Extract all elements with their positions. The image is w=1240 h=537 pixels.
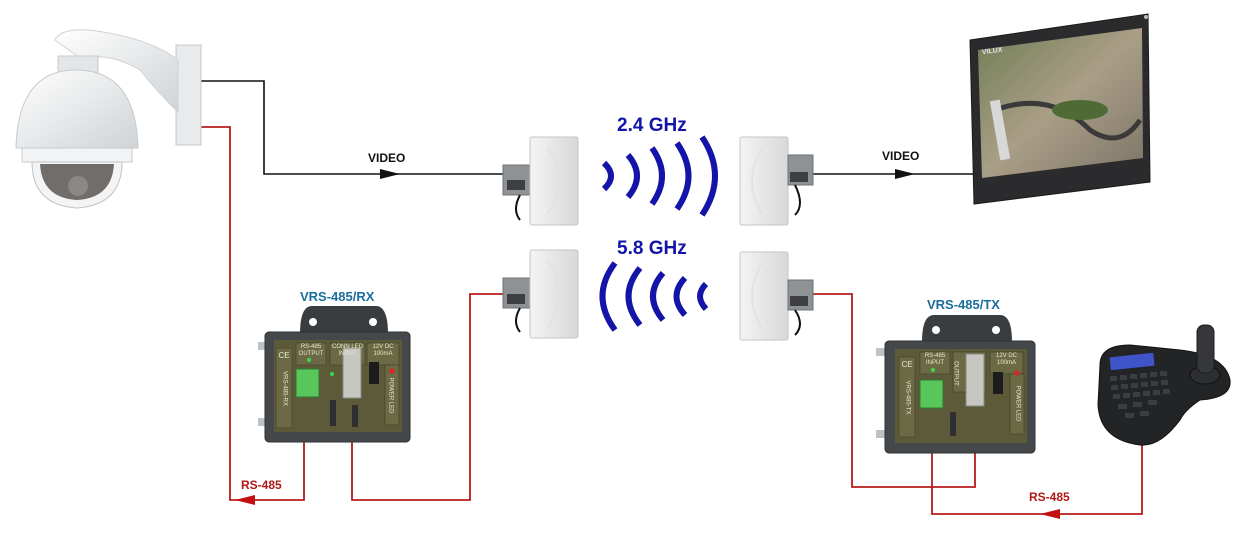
rx-side-print: VRS-485-RX <box>281 371 288 406</box>
tx-output-print: OUTPUT <box>952 361 959 386</box>
wave-arc-5 <box>697 281 709 312</box>
tx-ce-mark: CE <box>901 360 913 369</box>
antenna-5.8ghz-left <box>502 249 579 339</box>
rx-terminal-block <box>295 368 320 398</box>
video-label-right: VIDEO <box>882 149 920 163</box>
rx-conn-print: CONN LED INPUT <box>331 344 363 357</box>
video-line-camera-to-antenna <box>200 80 520 175</box>
video-label-left: VIDEO <box>368 151 406 165</box>
rx-ce-mark: CE <box>278 351 290 360</box>
tx-power-led-print: POWER LED <box>1014 385 1021 422</box>
tx-terminal-block <box>919 379 944 409</box>
rs485-arrow-right <box>1040 509 1060 519</box>
rx-mount-tab <box>300 306 388 334</box>
tx-input-print: RS-485 INPUT <box>924 353 946 366</box>
rs485-tx-unit <box>876 315 1036 454</box>
rx-bnc-connector <box>342 347 362 399</box>
wave-arc-1 <box>599 261 618 332</box>
ptz-keyboard <box>1097 324 1231 446</box>
wave-arc-2 <box>625 153 640 199</box>
waves-5.8ghz <box>599 261 709 332</box>
rs485-rx-unit <box>258 306 411 443</box>
wave-arc-2 <box>625 266 643 327</box>
rx-output-print: RS-485 OUTPUT <box>298 344 324 357</box>
wave-arc-5 <box>699 135 718 217</box>
antenna-to-tx-line <box>812 293 976 488</box>
rx-power-led-print: POWER LED <box>387 377 394 414</box>
antenna-2.4ghz-rx <box>739 136 814 226</box>
wave-arc-1 <box>601 160 614 192</box>
wave-arc-3 <box>649 146 665 206</box>
antenna-5.8ghz-right <box>739 251 814 341</box>
tx-side-print: VRS-485-TX <box>904 380 911 415</box>
tx-bnc-connector <box>965 353 985 407</box>
antenna-2.4ghz-tx <box>502 136 579 226</box>
video-arrow-left <box>380 169 400 179</box>
camera-lens <box>68 176 88 196</box>
keyboard-lcd <box>1109 352 1155 371</box>
camera-dome-housing <box>15 69 139 149</box>
tx-mount-tab <box>922 315 1012 342</box>
rs485-label-left: RS-485 <box>241 478 282 492</box>
lcd-monitor <box>969 13 1151 205</box>
camera-ring <box>21 147 133 163</box>
rs485-line-keyboard-to-tx <box>931 415 1143 515</box>
wave-arc-4 <box>674 141 692 211</box>
tx-unit-label: VRS-485/TX <box>927 297 1000 312</box>
camera-wall-plate <box>175 44 202 146</box>
joystick-knob <box>1196 324 1215 374</box>
rs485-line-camera-to-rx <box>200 126 305 501</box>
rx-power-print: 12V DC 100mA <box>372 344 394 357</box>
wave-arc-3 <box>650 271 666 322</box>
keyboard-keys <box>1110 371 1170 418</box>
tx-power-print: 12V DC 100mA <box>995 353 1017 366</box>
band-label-5.8ghz: 5.8 GHz <box>617 238 687 259</box>
ptz-camera <box>15 29 202 209</box>
band-label-2.4ghz: 2.4 GHz <box>617 115 687 136</box>
waves-2.4ghz <box>601 135 718 217</box>
wave-arc-4 <box>673 275 688 317</box>
video-arrow-right <box>895 169 915 179</box>
rs485-arrow-left <box>235 495 255 505</box>
camera-arm <box>54 29 179 114</box>
rx-unit-label: VRS-485/RX <box>300 289 375 304</box>
rx-to-antenna-line <box>351 293 505 501</box>
rs485-label-right: RS-485 <box>1029 490 1070 504</box>
